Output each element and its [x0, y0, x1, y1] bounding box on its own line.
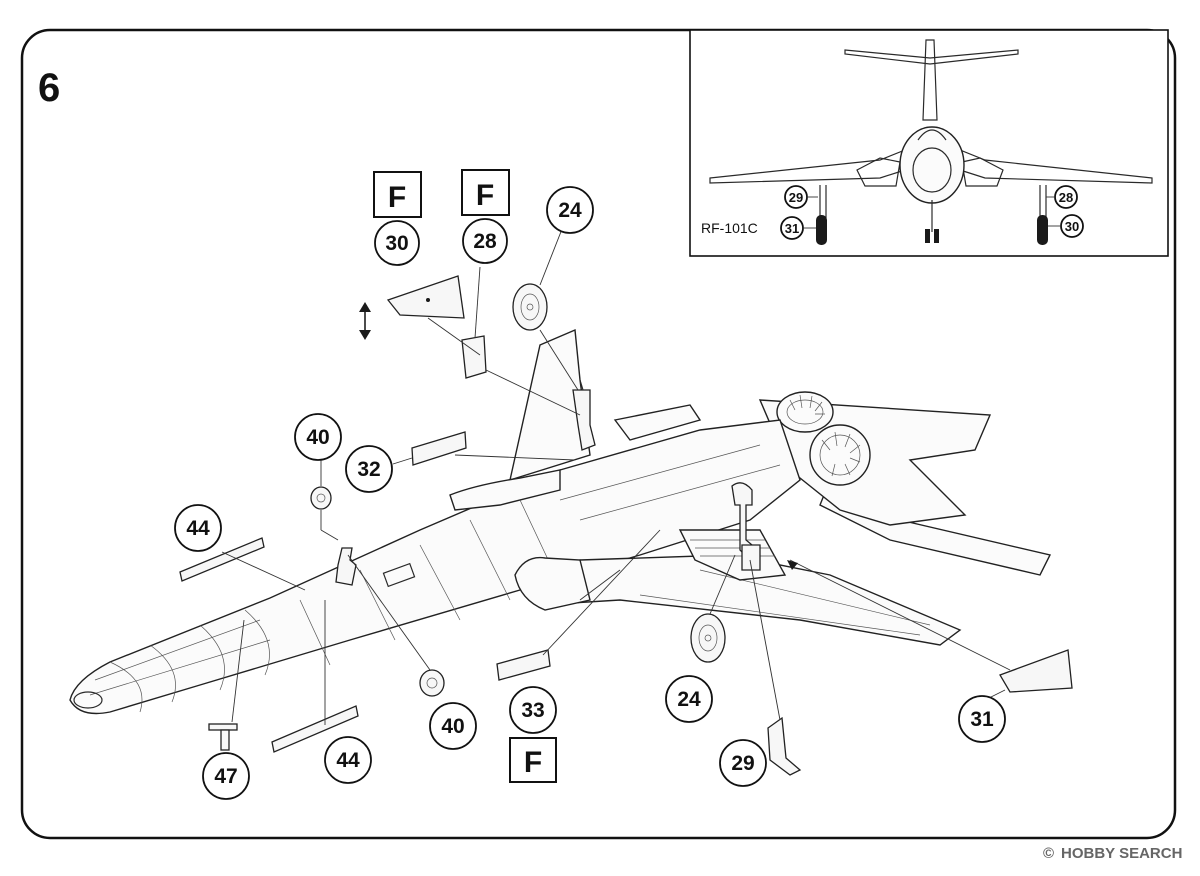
callout-30: 30	[374, 220, 420, 266]
svg-text:24: 24	[677, 688, 701, 711]
svg-text:44: 44	[186, 517, 210, 540]
inset-intake-left	[856, 157, 901, 187]
svg-text:32: 32	[357, 458, 380, 481]
inset-callout-31: 31	[785, 221, 799, 236]
engine-nozzle-upper	[776, 391, 834, 433]
ejection-seat-detail	[572, 379, 596, 451]
inset-callout-29: 29	[789, 190, 803, 205]
part-28-gear-door	[461, 335, 487, 379]
callout-29: 29	[719, 739, 767, 787]
inset-nose-wheel-left	[925, 229, 930, 243]
inset-callout-30: 30	[1065, 219, 1079, 234]
callout-44-bottom: 44	[324, 736, 372, 784]
svg-text:40: 40	[306, 426, 329, 449]
inset-canopy	[917, 129, 947, 141]
part-44-strip-bottom	[271, 705, 359, 753]
inset-tail-plane	[844, 49, 1019, 65]
engine-nozzle-lower	[809, 424, 871, 486]
svg-text:47: 47	[214, 765, 237, 788]
canopy	[449, 469, 561, 511]
callout-47: 47	[202, 752, 250, 800]
part-33-panel	[496, 649, 551, 681]
svg-text:33: 33	[521, 699, 544, 722]
inset-intake-right	[961, 157, 1004, 187]
tail-boom	[758, 399, 992, 526]
inset-fin	[922, 39, 938, 121]
part-44-strip-left	[179, 537, 265, 582]
f-marker-1	[373, 171, 422, 218]
inset-callout-28: 28	[1059, 190, 1073, 205]
part-40-nose-wheel-top	[310, 486, 332, 510]
part-29-gear-door	[767, 716, 802, 776]
watermark-text: HOBBY SEARCH	[1061, 845, 1182, 862]
part-24-wheel-top	[512, 283, 548, 331]
svg-text:F: F	[388, 181, 406, 214]
front-view-inset: 29 31 28 30 RF-101C	[689, 29, 1169, 257]
part-32-panel	[411, 431, 467, 466]
part-31-gear-door	[999, 649, 1073, 693]
svg-text:29: 29	[731, 752, 754, 775]
part-47-pitot	[208, 723, 238, 751]
main-gear-strut	[731, 482, 761, 571]
svg-text:24: 24	[558, 199, 582, 222]
inset-wheel-left	[816, 215, 827, 245]
inset-nose-wheel-right	[934, 229, 939, 243]
vertical-fin	[509, 328, 591, 482]
svg-text:30: 30	[385, 232, 408, 255]
svg-text:31: 31	[970, 708, 994, 731]
step-number: 6	[38, 66, 60, 110]
inset-aircraft-label: RF-101C	[701, 220, 758, 236]
leader-lines	[221, 223, 1011, 725]
f-marker-2	[461, 169, 510, 216]
callout-40-bottom: 40	[429, 702, 477, 750]
svg-text:28: 28	[473, 230, 497, 253]
movement-arrows	[359, 302, 371, 340]
watermark-symbol: ©	[1043, 845, 1054, 862]
nose-tip	[73, 691, 103, 709]
callout-33: 33	[509, 686, 557, 734]
air-intake	[514, 556, 591, 611]
inset-frame	[689, 29, 1169, 257]
svg-text:F: F	[524, 746, 542, 779]
part-40-nose-wheel-bottom	[419, 669, 445, 697]
access-panel	[382, 562, 416, 588]
watermark: © HOBBY SEARCH	[1043, 845, 1182, 862]
callout-28: 28	[462, 218, 508, 264]
svg-text:40: 40	[441, 715, 464, 738]
callout-32: 32	[345, 445, 393, 493]
part-24-wheel-bottom	[690, 613, 726, 663]
callout-40-top: 40	[294, 413, 342, 461]
callout-24-bottom: 24	[665, 675, 713, 723]
aircraft-main-view	[69, 328, 1052, 715]
f-marker-3	[509, 737, 557, 783]
callout-31: 31	[958, 695, 1006, 743]
callout-44-left: 44	[174, 504, 222, 552]
inset-nose	[912, 147, 952, 193]
fuselage	[69, 419, 801, 715]
horizontal-stabilizer-left	[613, 404, 702, 441]
step-frame	[20, 28, 1177, 840]
nose-gear-strut	[335, 547, 357, 586]
svg-text:44: 44	[336, 749, 360, 772]
callout-24-top: 24	[546, 186, 594, 234]
svg-text:F: F	[476, 179, 494, 212]
part-30-gear-door	[386, 275, 465, 319]
inset-wheel-right	[1037, 215, 1048, 245]
